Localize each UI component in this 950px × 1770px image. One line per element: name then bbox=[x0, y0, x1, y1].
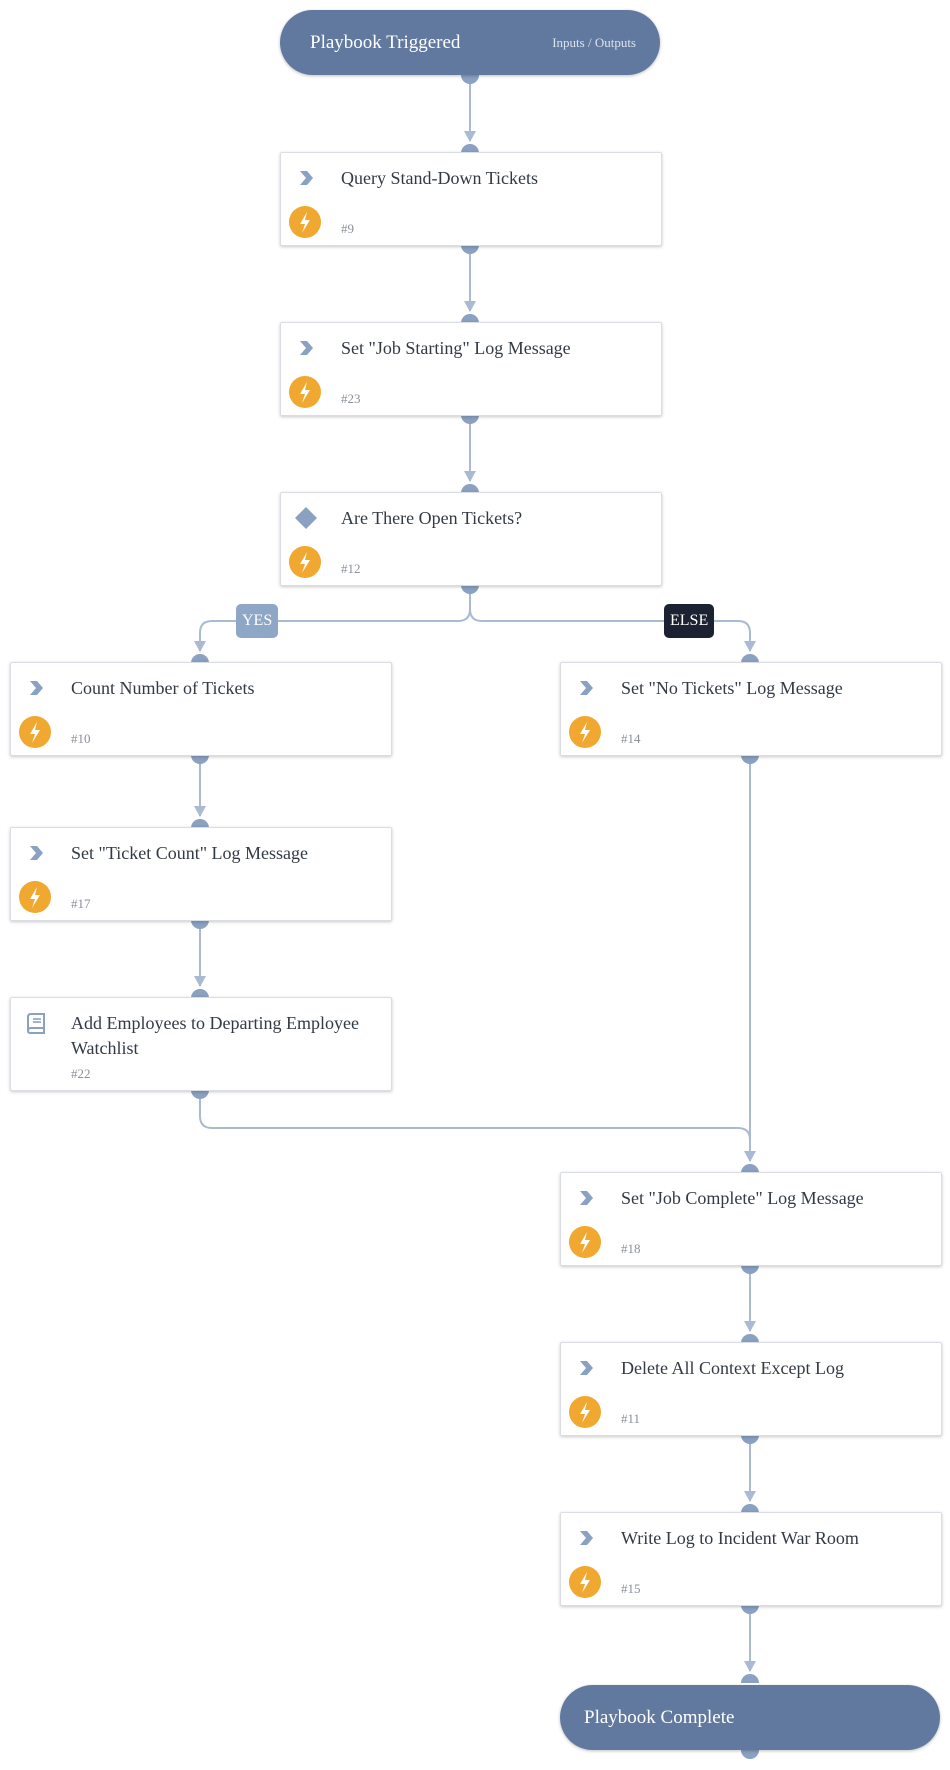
sub-playbook-book-icon bbox=[27, 1013, 45, 1034]
subplaybook-node-22[interactable]: Add Employees to Departing Employee Watc… bbox=[10, 997, 392, 1091]
playbook-triggered-label: Playbook Triggered bbox=[310, 31, 461, 53]
playbook-triggered-node[interactable]: Playbook Triggered Inputs / Outputs bbox=[280, 10, 660, 75]
chevron-icon bbox=[580, 1531, 593, 1545]
task-id: #14 bbox=[621, 731, 641, 746]
else-branch-label[interactable]: ELSE bbox=[664, 604, 714, 638]
automation-bolt-icon bbox=[289, 376, 321, 408]
task-id: #11 bbox=[621, 1411, 641, 1426]
chevron-icon bbox=[300, 341, 313, 355]
task-id: #17 bbox=[71, 896, 91, 911]
playbook-complete-label: Playbook Complete bbox=[584, 1706, 735, 1728]
task-node-15[interactable]: Write Log to Incident War Room #15 bbox=[560, 1512, 942, 1606]
task-node-18[interactable]: Set "Job Complete" Log Message #18 bbox=[560, 1172, 942, 1266]
task-name: Set "Job Starting" Log Message bbox=[341, 338, 571, 358]
automation-bolt-icon bbox=[289, 206, 321, 238]
task-name: Query Stand-Down Tickets bbox=[341, 168, 538, 188]
task-id: #10 bbox=[71, 731, 91, 746]
chevron-icon bbox=[30, 846, 43, 860]
automation-bolt-icon bbox=[289, 546, 321, 578]
task-name: Write Log to Incident War Room bbox=[621, 1528, 859, 1548]
automation-bolt-icon bbox=[569, 1566, 601, 1598]
inputs-outputs-link[interactable]: Inputs / Outputs bbox=[552, 34, 636, 50]
automation-bolt-icon bbox=[19, 716, 51, 748]
task-id: #18 bbox=[621, 1241, 641, 1256]
task-name: Add Employees to Departing Employee Watc… bbox=[71, 1013, 359, 1058]
task-name: Delete All Context Except Log bbox=[621, 1358, 844, 1378]
chevron-icon bbox=[580, 1191, 593, 1205]
task-id: #9 bbox=[341, 221, 354, 236]
task-id: #15 bbox=[621, 1581, 641, 1596]
automation-bolt-icon bbox=[569, 1226, 601, 1258]
task-name: Are There Open Tickets? bbox=[341, 508, 523, 528]
task-id: #12 bbox=[341, 561, 361, 576]
condition-node-12[interactable]: Are There Open Tickets? #12 bbox=[280, 492, 662, 586]
condition-diamond-icon bbox=[295, 507, 317, 529]
automation-bolt-icon bbox=[569, 716, 601, 748]
task-name: Set "No Tickets" Log Message bbox=[621, 678, 843, 698]
chevron-icon bbox=[300, 171, 313, 185]
task-node-10[interactable]: Count Number of Tickets #10 bbox=[10, 662, 392, 756]
chevron-icon bbox=[580, 681, 593, 695]
task-name: Count Number of Tickets bbox=[71, 678, 255, 698]
task-node-9[interactable]: Query Stand-Down Tickets #9 bbox=[280, 152, 662, 246]
task-id: #23 bbox=[341, 391, 361, 406]
chevron-icon bbox=[30, 681, 43, 695]
automation-bolt-icon bbox=[569, 1396, 601, 1428]
task-name: Set "Ticket Count" Log Message bbox=[71, 843, 309, 863]
task-id: #22 bbox=[71, 1066, 91, 1081]
playbook-complete-node[interactable]: Playbook Complete bbox=[560, 1685, 940, 1750]
yes-branch-label[interactable]: YES bbox=[236, 604, 278, 638]
automation-bolt-icon bbox=[19, 881, 51, 913]
task-node-14[interactable]: Set "No Tickets" Log Message #14 bbox=[560, 662, 942, 756]
chevron-icon bbox=[580, 1361, 593, 1375]
task-name: Set "Job Complete" Log Message bbox=[621, 1188, 864, 1208]
task-node-17[interactable]: Set "Ticket Count" Log Message #17 bbox=[10, 827, 392, 921]
task-node-11[interactable]: Delete All Context Except Log #11 bbox=[560, 1342, 942, 1436]
task-node-23[interactable]: Set "Job Starting" Log Message #23 bbox=[280, 322, 662, 416]
